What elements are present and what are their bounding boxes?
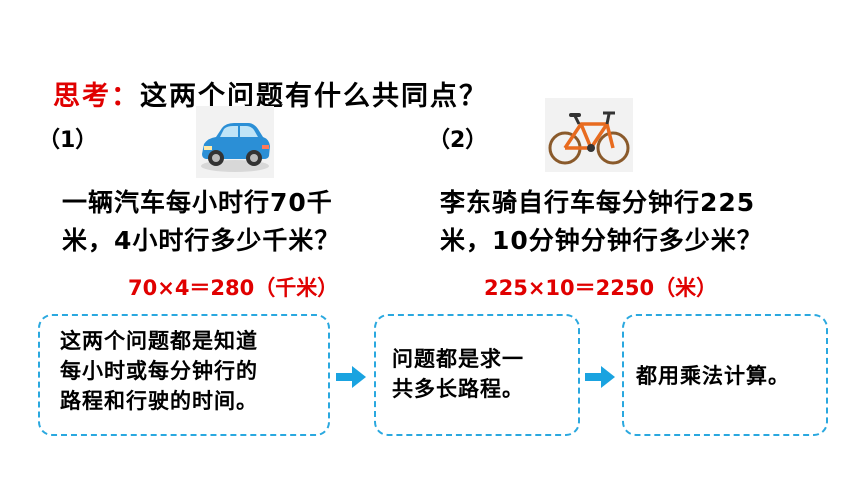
problem-1-line-2: 米，4小时行多少千米？ (62, 226, 341, 255)
heading-question: 这两个问题有什么共同点？ (140, 81, 488, 112)
step-3-line-1: 都用乘法计算。 (636, 364, 790, 388)
bicycle-icon (545, 98, 633, 172)
problem-2-number: （2） (428, 128, 488, 153)
problem-1-line-1: 一辆汽车每小时行70千 (62, 188, 333, 217)
arrow-right-icon (336, 366, 366, 392)
problem-2-line-2: 米，10分钟分钟行多少米？ (440, 226, 763, 255)
problem-1-equation: 70×4＝280（千米） (128, 276, 339, 300)
step-2-line-2: 共多长路程。 (392, 377, 524, 401)
problem-1-number: （1） (38, 128, 98, 153)
car-icon (196, 106, 274, 178)
arrow-right-icon (585, 366, 615, 392)
step-box-3: 都用乘法计算。 (622, 314, 828, 436)
step-box-1: 这两个问题都是知道 每小时或每分钟行的 路程和行驶的时间。 (38, 314, 330, 436)
step-1-text: 这两个问题都是知道 每小时或每分钟行的 路程和行驶的时间。 (60, 326, 328, 416)
step-1-line-1: 这两个问题都是知道 (60, 329, 258, 353)
step-3-text: 都用乘法计算。 (636, 361, 826, 391)
step-1-line-2: 每小时或每分钟行的 (60, 359, 258, 383)
problem-2-text: 李东骑自行车每分钟行225 米，10分钟分钟行多少米？ (440, 184, 763, 260)
problem-1-text: 一辆汽车每小时行70千 米，4小时行多少千米？ (62, 184, 340, 260)
heading-keyword: 思考： (53, 81, 140, 112)
problem-2-equation: 225×10＝2250（米） (484, 276, 718, 300)
step-2-text: 问题都是求一 共多长路程。 (392, 344, 578, 404)
step-box-2: 问题都是求一 共多长路程。 (374, 314, 580, 436)
problem-2-line-1: 李东骑自行车每分钟行225 (440, 188, 756, 217)
step-2-line-1: 问题都是求一 (392, 347, 524, 371)
step-1-line-3: 路程和行驶的时间。 (60, 389, 258, 413)
